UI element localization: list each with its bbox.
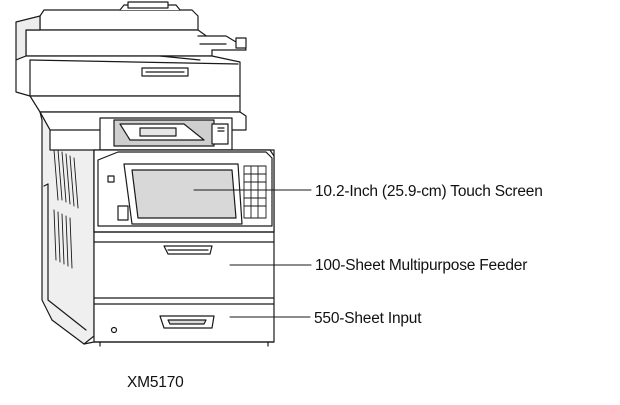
control-panel bbox=[107, 163, 267, 225]
touch-screen-display bbox=[131, 169, 237, 219]
model-caption: XM5170 bbox=[127, 374, 184, 391]
document-feeder bbox=[15, 1, 247, 97]
label-sheet-input: 550-Sheet Input bbox=[314, 310, 422, 327]
label-touch-screen: 10.2-Inch (25.9-cm) Touch Screen bbox=[315, 183, 543, 200]
callout-lines bbox=[193, 189, 312, 318]
label-multipurpose-feeder: 100-Sheet Multipurpose Feeder bbox=[315, 257, 528, 274]
